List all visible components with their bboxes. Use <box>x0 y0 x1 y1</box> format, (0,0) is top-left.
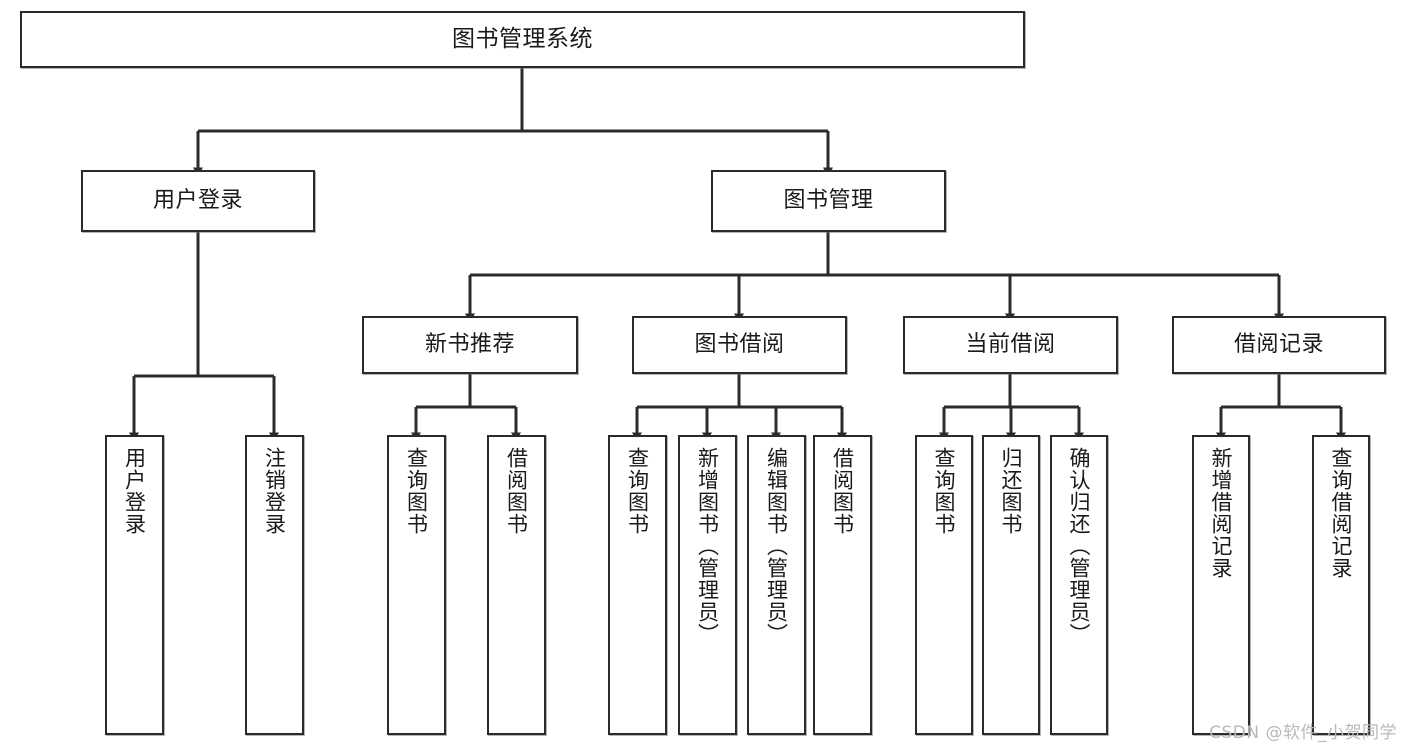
node-user-login[interactable]: 用户登录 <box>81 170 315 232</box>
node-borrowing-records[interactable]: 借阅记录 <box>1172 316 1386 374</box>
node-label: 归还图书 <box>999 447 1024 535</box>
node-label: 图书管理 <box>783 187 874 213</box>
node-leaf-confirm-return-admin[interactable]: 确认归还（管理员） <box>1050 435 1108 735</box>
node-book-management[interactable]: 图书管理 <box>711 170 946 232</box>
node-label: 新增图书（管理员） <box>695 447 720 645</box>
node-label: 用户登录 <box>122 447 147 535</box>
node-leaf-edit-book-admin[interactable]: 编辑图书（管理员） <box>747 435 806 735</box>
node-label: 查询图书 <box>404 447 429 535</box>
node-label: 注销登录 <box>262 447 287 535</box>
node-label: 图书借阅 <box>694 331 785 357</box>
node-leaf-user-login[interactable]: 用户登录 <box>105 435 164 735</box>
node-leaf-query-book-current[interactable]: 查询图书 <box>915 435 973 735</box>
node-leaf-query-book-borrow[interactable]: 查询图书 <box>608 435 667 735</box>
node-label: 借阅记录 <box>1233 331 1324 357</box>
node-label: 用户登录 <box>152 187 243 213</box>
node-label: 新书推荐 <box>424 331 515 357</box>
node-leaf-logout[interactable]: 注销登录 <box>245 435 304 735</box>
node-leaf-return-book[interactable]: 归还图书 <box>982 435 1040 735</box>
node-root-book-management-system[interactable]: 图书管理系统 <box>20 11 1025 68</box>
node-label: 借阅图书 <box>504 447 529 535</box>
node-book-borrowing[interactable]: 图书借阅 <box>632 316 847 374</box>
node-label: 查询图书 <box>932 447 957 535</box>
node-leaf-add-borrowing-record[interactable]: 新增借阅记录 <box>1192 435 1250 735</box>
node-leaf-query-book-new[interactable]: 查询图书 <box>387 435 446 735</box>
node-leaf-add-book-admin[interactable]: 新增图书（管理员） <box>678 435 737 735</box>
node-new-book-recommendation[interactable]: 新书推荐 <box>362 316 578 374</box>
node-leaf-borrow-book-new[interactable]: 借阅图书 <box>487 435 546 735</box>
node-label: 编辑图书（管理员） <box>764 447 789 645</box>
node-leaf-query-borrowing-record[interactable]: 查询借阅记录 <box>1312 435 1370 735</box>
node-label: 确认归还（管理员） <box>1067 447 1092 645</box>
node-label: 查询图书 <box>625 447 650 535</box>
node-label: 当前借阅 <box>965 331 1056 357</box>
node-leaf-borrow-book[interactable]: 借阅图书 <box>813 435 872 735</box>
node-label: 查询借阅记录 <box>1329 447 1354 579</box>
node-label: 借阅图书 <box>830 447 855 535</box>
node-label: 图书管理系统 <box>452 25 593 52</box>
watermark-text: CSDN @软件_小贺同学 <box>1209 723 1397 743</box>
node-current-borrowing[interactable]: 当前借阅 <box>903 316 1118 374</box>
node-label: 新增借阅记录 <box>1209 447 1234 579</box>
